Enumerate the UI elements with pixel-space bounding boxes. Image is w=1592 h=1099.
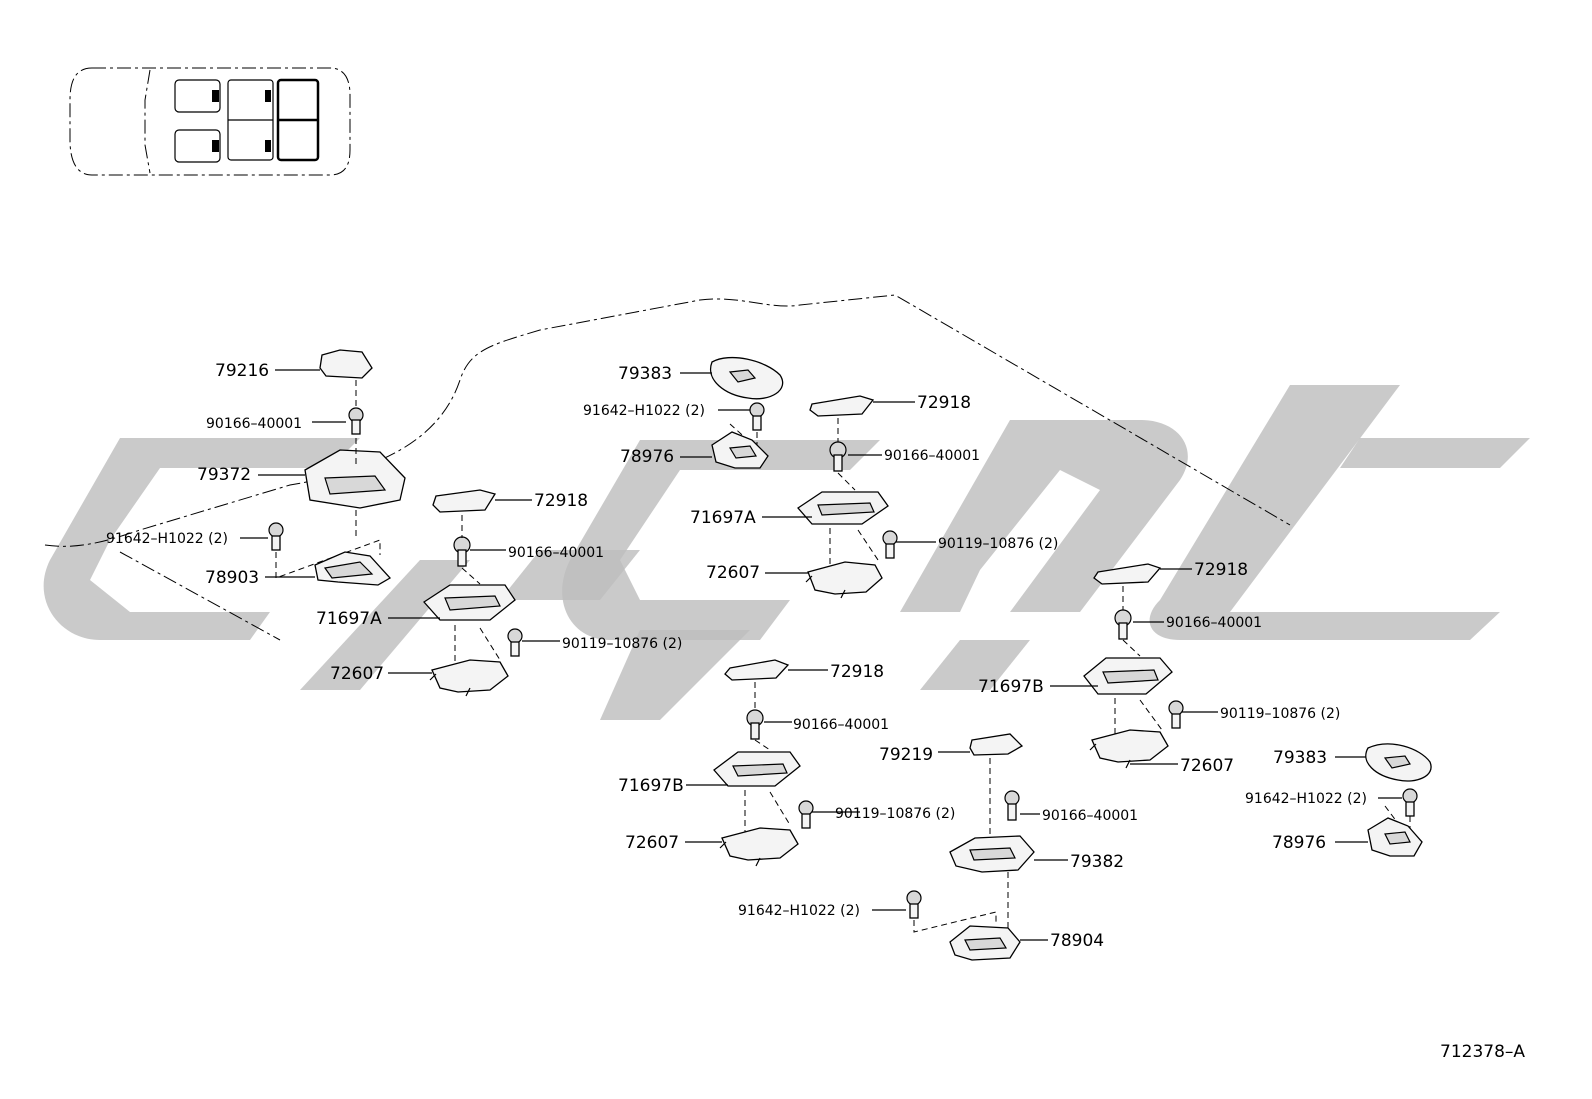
part-group-5 bbox=[685, 659, 860, 867]
part-group-8 bbox=[1335, 743, 1432, 857]
callout-72918: 72918 bbox=[917, 393, 971, 413]
part-group-7 bbox=[1050, 563, 1218, 769]
callout-78976: 78976 bbox=[620, 447, 674, 467]
callout-90119-10876: 90119–10876 (2) bbox=[562, 636, 682, 652]
callout-79383: 79383 bbox=[618, 364, 672, 384]
watermark-logo bbox=[43, 385, 1530, 720]
callout-71697a: 71697A bbox=[690, 508, 756, 528]
callout-90119-10876: 90119–10876 (2) bbox=[1220, 706, 1340, 722]
callout-91642-h1022: 91642–H1022 (2) bbox=[1245, 791, 1367, 807]
callout-90119-10876: 90119–10876 (2) bbox=[835, 806, 955, 822]
callout-90166-40001: 90166–40001 bbox=[793, 717, 889, 733]
callout-71697b: 71697B bbox=[978, 677, 1044, 697]
callout-90119-10876: 90119–10876 (2) bbox=[938, 536, 1058, 552]
callout-90166-40001: 90166–40001 bbox=[884, 448, 980, 464]
callout-79382: 79382 bbox=[1070, 852, 1124, 872]
callout-labels: 79216 90166–40001 79372 91642–H1022 (2) … bbox=[106, 361, 1367, 951]
drawing-number: 712378–A bbox=[1440, 1042, 1525, 1062]
callout-78903: 78903 bbox=[205, 568, 259, 588]
callout-90166-40001: 90166–40001 bbox=[1042, 808, 1138, 824]
callout-72607: 72607 bbox=[625, 833, 679, 853]
callout-72918: 72918 bbox=[1194, 560, 1248, 580]
callout-79219: 79219 bbox=[879, 745, 933, 765]
callout-79372: 79372 bbox=[197, 465, 251, 485]
part-group-4 bbox=[762, 395, 936, 599]
callout-71697b: 71697B bbox=[618, 776, 684, 796]
callout-91642-h1022: 91642–H1022 (2) bbox=[106, 531, 228, 547]
callout-78976: 78976 bbox=[1272, 833, 1326, 853]
callout-78904: 78904 bbox=[1050, 931, 1104, 951]
callout-79383: 79383 bbox=[1273, 748, 1327, 768]
callout-91642-h1022: 91642–H1022 (2) bbox=[738, 903, 860, 919]
callout-72918: 72918 bbox=[830, 662, 884, 682]
callout-72918: 72918 bbox=[534, 491, 588, 511]
roof-outline-lower bbox=[119, 551, 281, 641]
part-group-6 bbox=[872, 733, 1068, 961]
callout-90166-40001: 90166–40001 bbox=[508, 545, 604, 561]
callout-72607: 72607 bbox=[330, 664, 384, 684]
part-group-2 bbox=[388, 489, 560, 697]
callout-79216: 79216 bbox=[215, 361, 269, 381]
part-group-3 bbox=[680, 356, 784, 469]
callout-91642-h1022: 91642–H1022 (2) bbox=[583, 403, 705, 419]
callout-90166-40001: 90166–40001 bbox=[1166, 615, 1262, 631]
callout-90166-40001: 90166–40001 bbox=[206, 416, 302, 432]
vehicle-inset bbox=[69, 67, 351, 176]
callout-71697a: 71697A bbox=[316, 609, 382, 629]
callout-72607: 72607 bbox=[706, 563, 760, 583]
callout-72607: 72607 bbox=[1180, 756, 1234, 776]
roof-outline bbox=[44, 294, 1291, 547]
part-group-1 bbox=[240, 349, 406, 586]
